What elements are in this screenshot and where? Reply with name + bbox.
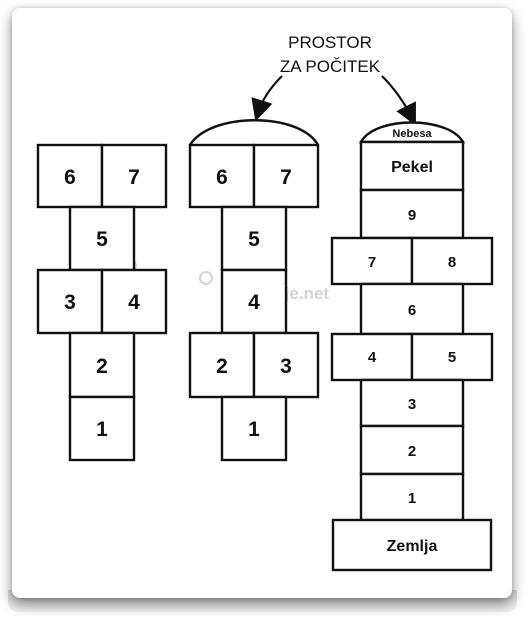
hop2-label-7: 7 bbox=[280, 166, 292, 189]
hop3-nebesa-arc bbox=[358, 121, 466, 144]
hop1-label-4: 4 bbox=[128, 291, 140, 314]
hop3-label-nebesa: Nebesa bbox=[392, 128, 432, 140]
hop3-cell-5 bbox=[410, 332, 494, 382]
hop2-rest-arc bbox=[188, 119, 320, 146]
hop2-cell-2 bbox=[188, 331, 256, 399]
hop2-cell-5 bbox=[220, 205, 288, 272]
arrow-left bbox=[251, 75, 283, 122]
arrow-right bbox=[381, 75, 416, 126]
hop2-cell-6 bbox=[188, 143, 256, 209]
hop3-label-4: 4 bbox=[368, 349, 377, 366]
hop2-cell-3 bbox=[252, 331, 320, 399]
hop3-label-1: 1 bbox=[408, 490, 416, 507]
hop1-label-7: 7 bbox=[128, 166, 140, 189]
hop3-label-2: 2 bbox=[408, 443, 416, 460]
hop3-label-zemlja: Zemlja bbox=[387, 538, 438, 555]
hop1-label-5: 5 bbox=[96, 228, 108, 251]
hop2-cell-4 bbox=[220, 268, 288, 335]
hop3-label-8: 8 bbox=[448, 254, 456, 271]
hop1-label-1: 1 bbox=[96, 418, 108, 441]
hop3-cell-1 bbox=[359, 472, 465, 522]
hop2-label-6: 6 bbox=[216, 166, 228, 189]
hop3-label-7: 7 bbox=[368, 254, 376, 271]
hop2-label-3: 3 bbox=[280, 355, 292, 378]
hop3-label-6: 6 bbox=[408, 302, 416, 319]
hop2-label-4: 4 bbox=[248, 291, 260, 314]
hopscotch-1: 6 7 5 3 4 2 1 bbox=[36, 143, 168, 462]
hop3-cell-2 bbox=[359, 424, 465, 476]
hop2-label-5: 5 bbox=[248, 228, 260, 251]
hop3-cell-8 bbox=[410, 236, 494, 286]
hop2-cell-1 bbox=[220, 395, 288, 462]
hop1-cell-1 bbox=[68, 395, 136, 462]
hop1-label-6: 6 bbox=[64, 166, 76, 189]
hop1-label-2: 2 bbox=[96, 355, 108, 378]
hopscotch-2: 6 7 5 4 2 3 1 bbox=[188, 119, 320, 462]
hop3-label-9: 9 bbox=[408, 207, 416, 224]
hop1-label-3: 3 bbox=[64, 291, 76, 314]
hop2-label-1: 1 bbox=[248, 418, 260, 441]
title-line-1: PROSTOR bbox=[288, 33, 372, 52]
hop3-label-5: 5 bbox=[448, 349, 456, 366]
hop3-label-pekel: Pekel bbox=[391, 159, 433, 176]
hopscotch-3: Nebesa Pekel 9 7 8 6 4 5 3 2 1 Zemlja bbox=[330, 121, 494, 572]
hop2-label-2: 2 bbox=[216, 355, 228, 378]
hop3-cell-zemlja bbox=[331, 518, 493, 572]
title-line-2: ZA POČITEK bbox=[280, 57, 381, 76]
hop3-label-3: 3 bbox=[408, 396, 416, 413]
hop3-cell-pekel bbox=[359, 140, 465, 192]
